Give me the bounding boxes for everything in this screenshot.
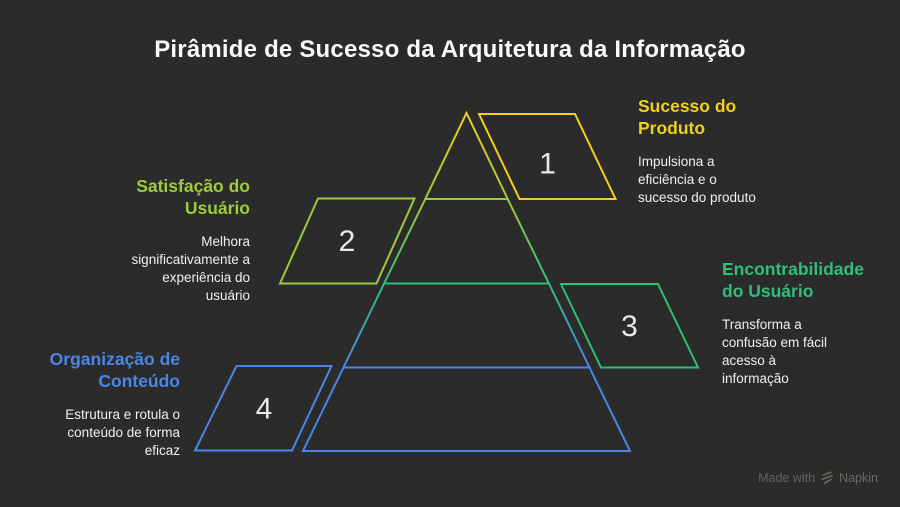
level-1-desc-line-1: Impulsiona a: [638, 154, 715, 169]
napkin-watermark: Made with Napkin: [758, 470, 878, 485]
level-4-desc-line-1: Estrutura e rotula o: [65, 407, 180, 422]
napkin-logo-icon: [821, 471, 834, 484]
pyramid-tier-4: [301, 366, 632, 452]
level-2-heading: Satisfação do Usuário: [60, 175, 250, 219]
level-1-heading-line-2: Produto: [638, 118, 706, 138]
level-2-desc-line-3: experiência do: [162, 270, 250, 285]
level-4-heading-line-2: Conteúdo: [98, 371, 180, 391]
badge-2-number: 2: [339, 225, 356, 258]
diagram-title: Pirâmide de Sucesso da Arquitetura da In…: [154, 36, 746, 63]
level-3-desc-line-1: Transforma a: [722, 317, 802, 332]
badge-1-shape: [477, 113, 618, 200]
level-2-desc-line-4: usuário: [205, 288, 250, 303]
badge-2-shape: [278, 197, 417, 285]
badge-4-shape: [193, 365, 334, 452]
level-2-desc-line-2: significativamente a: [131, 252, 250, 267]
level-1-desc-line-3: sucesso do produto: [638, 190, 756, 205]
level-1-desc-line-2: eficiência e o: [638, 172, 717, 187]
badge-4-number: 4: [256, 393, 273, 426]
level-3-desc-line-2: confusão em fácil: [722, 335, 828, 350]
level-3-desc-line-3: acesso à: [722, 353, 777, 368]
level-3-heading-line-2: do Usuário: [722, 281, 814, 301]
pyramid-tier-1: [423, 110, 510, 200]
level-4-heading: Organização de Conteúdo: [0, 348, 180, 392]
level-4-desc-line-2: conteúdo de forma: [67, 425, 180, 440]
level-1-label: Sucesso do Produto Impulsiona a eficiênc…: [638, 95, 788, 207]
badge-3-shape: [559, 283, 700, 369]
level-3-heading-line-1: Encontrabilidade: [722, 259, 864, 279]
level-1-description: Impulsiona a eficiência e o sucesso do p…: [638, 153, 788, 207]
level-3-label: Encontrabilidade do Usuário Transforma a…: [722, 258, 897, 388]
level-2-heading-line-1: Satisfação do: [136, 176, 250, 196]
badge-1-number: 1: [539, 148, 556, 181]
watermark-brand-text: Napkin: [839, 470, 878, 485]
level-3-heading: Encontrabilidade do Usuário: [722, 258, 897, 302]
level-2-desc-line-1: Melhora: [201, 234, 250, 249]
watermark-made-with-text: Made with: [758, 470, 816, 485]
level-4-desc-line-3: eficaz: [144, 443, 180, 458]
level-4-label: Organização de Conteúdo Estrutura e rotu…: [0, 348, 180, 460]
level-1-heading: Sucesso do Produto: [638, 95, 788, 139]
level-1-heading-line-1: Sucesso do: [638, 96, 737, 116]
pyramid-tier-3: [341, 282, 592, 369]
level-2-label: Satisfação do Usuário Melhora significat…: [60, 175, 250, 305]
level-4-heading-line-1: Organização de: [49, 349, 180, 369]
level-2-description: Melhora significativamente a experiência…: [60, 233, 250, 305]
level-3-description: Transforma a confusão em fácil acesso à …: [722, 316, 897, 388]
level-2-heading-line-2: Usuário: [184, 198, 250, 218]
badge-3-number: 3: [621, 310, 638, 343]
level-4-description: Estrutura e rotula o conteúdo de forma e…: [0, 406, 180, 460]
level-3-desc-line-4: informação: [722, 371, 789, 386]
